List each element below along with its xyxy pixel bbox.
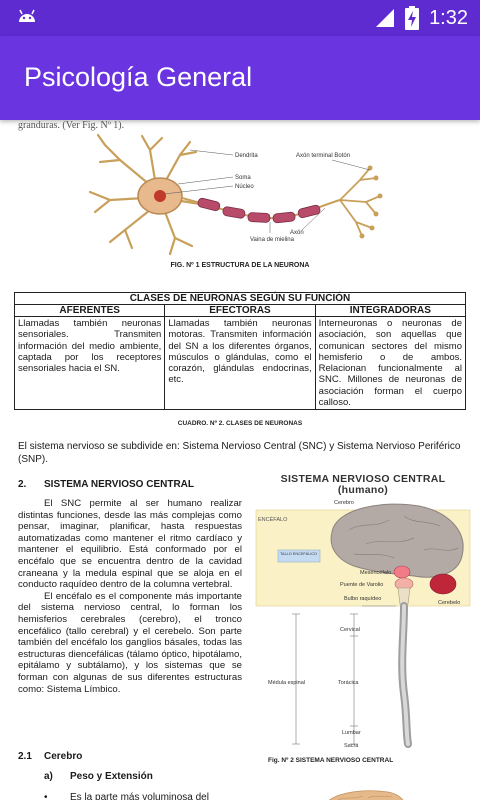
bullet-item: • Es la parte más voluminosa del: [44, 792, 254, 800]
app-bar: Psicología General: [0, 36, 480, 120]
table-cell: Llamadas también neuronas motoras. Trans…: [164, 315, 316, 411]
paragraph: El encéfalo es el componente más importa…: [18, 590, 242, 695]
battery-charging-icon: [405, 6, 420, 30]
signal-icon: [376, 9, 395, 27]
paragraph-snc-intro: El sistema nervioso se subdivide en: Sis…: [18, 441, 461, 465]
label-nucleo: Núcleo: [235, 184, 254, 190]
section-title: Peso y Extensión: [70, 771, 153, 782]
section-number: 2.1: [18, 751, 32, 762]
document-view[interactable]: granduras. (Ver Fig. Nº 1).: [0, 120, 480, 800]
table-header: INTEGRADORAS: [314, 304, 467, 317]
table-cell: Interneuronas o neuronas de asociación, …: [314, 315, 467, 411]
label-vaina: Vaina de mielina: [250, 237, 295, 243]
paragraph: El SNC permite al ser humano realizar di…: [18, 498, 242, 591]
fig3-caption: Fig. Nº 2 SISTEMA NERVIOSO CENTRAL: [268, 757, 394, 764]
label-mesencefalo: Mesencéfalo: [360, 570, 391, 576]
label-bulbo: Bulbo raquídeo: [344, 596, 381, 602]
label-lumbar: Lumbar: [342, 730, 361, 736]
label-dendrita: Dendrita: [235, 153, 258, 159]
label-encefalo: ENCÉFALO: [258, 516, 288, 523]
brain-illustration-partial: [329, 790, 404, 800]
section-heading-a: a) Peso y Extensión: [44, 771, 153, 782]
section-title: SISTEMA NERVIOSO CENTRAL: [44, 479, 195, 490]
table-cell: Llamadas también neuronas sensoriales. T…: [13, 315, 166, 411]
label-sacra: Sacra: [344, 743, 359, 749]
snc-figure-title: SISTEMA NERVIOSO CENTRAL (humano): [258, 474, 468, 496]
neuron-classes-table: CLASES DE NEURONAS SEGÚN SU FUNCIÓN AFER…: [13, 292, 467, 411]
app-title: Psicología General: [24, 62, 253, 92]
status-bar: 1:32: [0, 0, 480, 36]
table-caption: CUADRO. Nº 2. CLASES DE NEURONAS: [177, 420, 303, 427]
label-toracica: Torácica: [338, 680, 359, 686]
fig1-caption: FIG. Nº 1 ESTRUCTURA DE LA NEURONA: [170, 262, 310, 269]
section-heading-2: 2. SISTEMA NERVIOSO CENTRAL: [18, 479, 194, 490]
label-tallo: TALLO ENCEFÁLICO: [280, 552, 317, 556]
neuron-structure-figure: Dendrita Soma Núcleo Axón terminal Botón…: [88, 133, 383, 256]
label-varolio: Puente de Varolio: [340, 582, 383, 588]
label-cerebelo: Cerebelo: [438, 600, 460, 606]
status-time: 1:32: [429, 6, 468, 29]
section-number: 2.: [18, 479, 27, 490]
left-column-text: El SNC permite al ser humano realizar di…: [18, 498, 242, 695]
bullet-text: Es la parte más voluminosa del: [70, 792, 209, 800]
bullet-marker: •: [44, 792, 48, 800]
snc-title: SISTEMA NERVIOSO CENTRAL: [280, 473, 446, 485]
table-header: EFECTORAS: [164, 304, 316, 317]
table-title: CLASES DE NEURONAS SEGÚN SU FUNCIÓN: [14, 292, 466, 305]
section-title: Cerebro: [44, 751, 83, 762]
label-soma: Soma: [235, 175, 251, 181]
label-cerebro: Cerebro: [334, 500, 354, 506]
section-heading-2-1: 2.1 Cerebro: [18, 751, 82, 762]
snc-subtitle: (humano): [337, 484, 389, 496]
android-icon: [19, 9, 35, 22]
label-axon: Axón: [290, 230, 304, 236]
section-number: a): [44, 771, 53, 782]
table-row: Llamadas también neuronas sensoriales. T…: [13, 315, 467, 411]
label-axon-terminal: Axón terminal Botón: [296, 153, 350, 159]
label-medula: Médula espinal: [268, 680, 305, 686]
cut-off-text: granduras. (Ver Fig. Nº 1).: [18, 120, 125, 131]
table-header: AFERENTES: [13, 304, 166, 317]
label-cervical: Cervical: [340, 627, 360, 633]
cns-figure: Cerebro ENCÉFALO TALLO ENCEFÁLICO Mesenc…: [255, 500, 471, 749]
